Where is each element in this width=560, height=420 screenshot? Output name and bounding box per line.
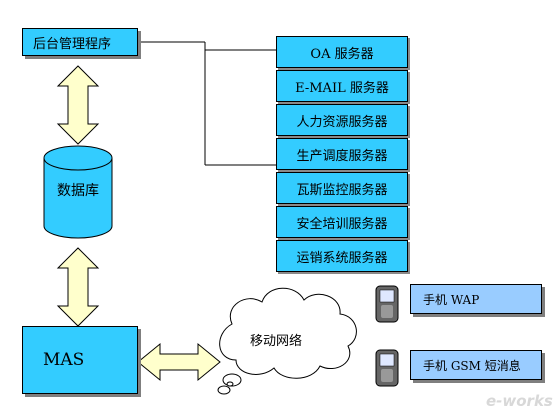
watermark-logo: e-works bbox=[486, 392, 553, 410]
server-production: 生产调度服务器 bbox=[276, 138, 408, 170]
watermark-text: e-works bbox=[486, 392, 553, 410]
phone-gsm-box: 手机 GSM 短消息 bbox=[410, 350, 542, 380]
backend-box: 后台管理程序 bbox=[22, 28, 138, 56]
server-label: 运销系统服务器 bbox=[296, 250, 388, 266]
network-label: 移动网络 bbox=[250, 334, 303, 349]
mas-label: MAS bbox=[43, 350, 85, 370]
db-mas-arrow bbox=[56, 247, 100, 327]
phone-gsm-label: 手机 GSM 短消息 bbox=[423, 358, 521, 373]
phone-wap-box: 手机 WAP bbox=[410, 284, 542, 314]
network-cloud bbox=[217, 287, 357, 395]
server-gas-monitor: 瓦斯监控服务器 bbox=[276, 172, 408, 204]
database-cylinder bbox=[43, 145, 113, 239]
mas-network-arrow bbox=[137, 342, 221, 382]
server-hr: 人力资源服务器 bbox=[276, 104, 408, 136]
mas-box: MAS bbox=[22, 326, 138, 394]
server-label: 人力资源服务器 bbox=[296, 114, 388, 130]
mobile-phone-icon bbox=[375, 285, 399, 323]
server-safety-training: 安全培训服务器 bbox=[276, 206, 408, 238]
mobile-phone-icon bbox=[375, 349, 399, 387]
server-sales: 运销系统服务器 bbox=[276, 240, 408, 272]
backend-label: 后台管理程序 bbox=[33, 36, 112, 52]
server-oa: OA 服务器 bbox=[276, 36, 408, 68]
server-label: 安全培训服务器 bbox=[296, 216, 388, 232]
server-label: 瓦斯监控服务器 bbox=[296, 182, 388, 198]
phone-wap-label: 手机 WAP bbox=[423, 292, 480, 307]
server-label: E-MAIL 服务器 bbox=[295, 80, 389, 96]
database-label: 数据库 bbox=[57, 183, 99, 199]
server-label: 生产调度服务器 bbox=[296, 148, 388, 164]
backend-db-arrow bbox=[56, 65, 100, 145]
backend-server-connector bbox=[138, 41, 276, 166]
server-email: E-MAIL 服务器 bbox=[276, 70, 408, 102]
server-label: OA 服务器 bbox=[310, 46, 374, 62]
